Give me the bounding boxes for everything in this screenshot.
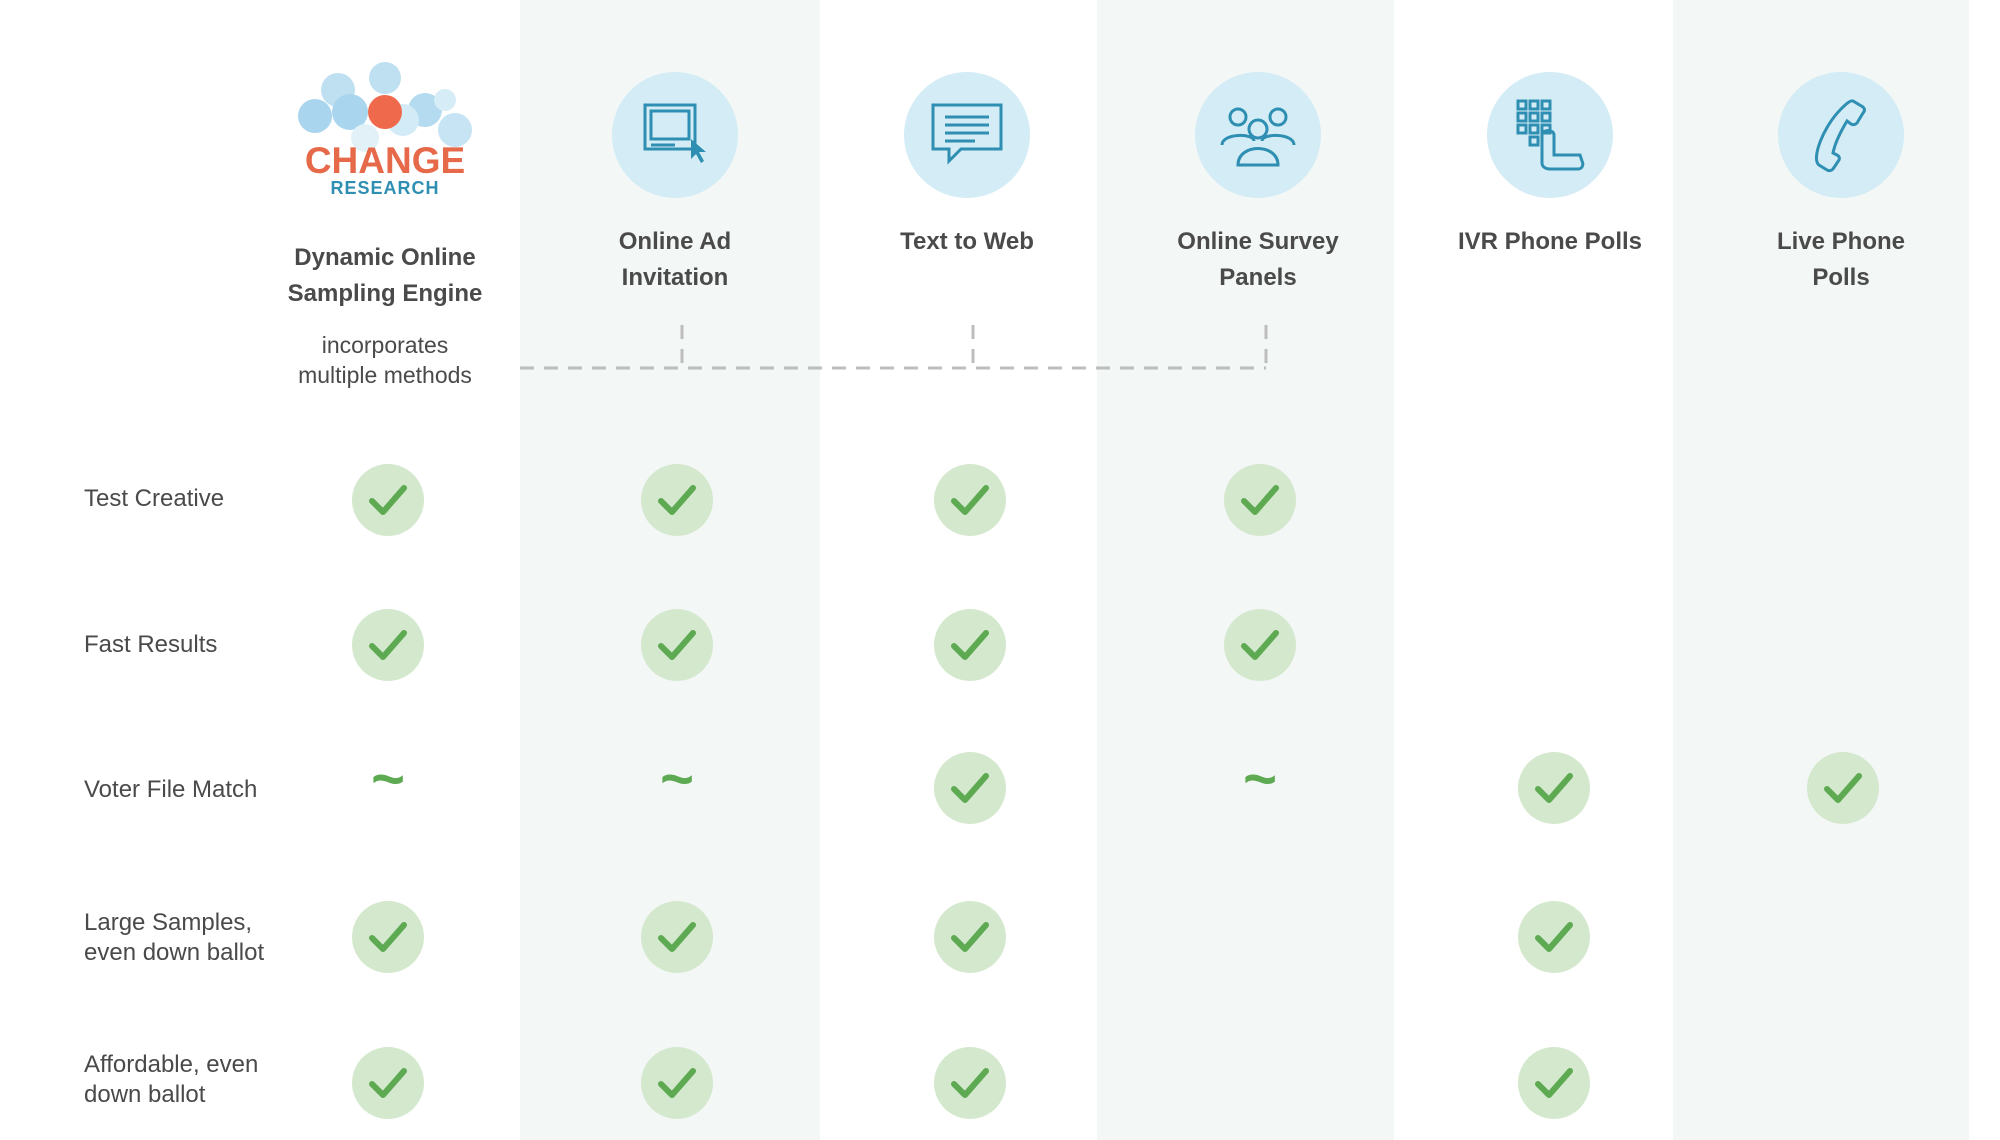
check-icon <box>352 901 424 973</box>
check-icon <box>641 464 713 536</box>
check-icon <box>934 464 1006 536</box>
check-icon <box>1807 752 1879 824</box>
check-icon <box>1224 609 1296 681</box>
check-icon <box>1518 752 1590 824</box>
row-label-test-creative: Test Creative <box>84 485 225 512</box>
logo-wordmark-change: CHANGE <box>304 140 466 181</box>
partial-tilde-icon: ~ <box>1243 747 1277 812</box>
row-label-affordable: Affordable, even down ballot <box>84 1051 259 1108</box>
check-icon <box>352 464 424 536</box>
computer-cursor-icon <box>612 72 738 198</box>
message-bubble-icon <box>904 72 1030 198</box>
check-icon <box>934 1047 1006 1119</box>
row-label-voter-file-match: Voter File Match <box>84 776 258 803</box>
partial-tilde-icon: ~ <box>660 747 694 812</box>
check-icon <box>641 609 713 681</box>
keypad-hand-icon <box>1487 72 1613 198</box>
column-title: Dynamic Online Sampling Engine <box>287 244 483 307</box>
change-research-logo: CHANGE RESEARCH <box>285 60 485 210</box>
row-label-fast-results: Fast Results <box>84 631 218 658</box>
check-icon <box>934 752 1006 824</box>
check-icon <box>934 609 1006 681</box>
column-header-ivr-phone: IVR Phone Polls <box>1420 60 1680 260</box>
check-icon <box>641 901 713 973</box>
column-title: Online Survey Panels <box>1177 228 1339 291</box>
logo-wordmark-research: RESEARCH <box>330 178 440 198</box>
partial-tilde-icon: ~ <box>371 747 405 812</box>
column-header-dynamic-online: CHANGE RESEARCH Dynamic Online Sampling … <box>255 60 515 312</box>
check-icon <box>352 609 424 681</box>
check-icon <box>641 1047 713 1119</box>
column-title: IVR Phone Polls <box>1457 228 1643 255</box>
row-label-large-samples: Large Samples, even down ballot <box>84 909 265 966</box>
column-title: Text to Web <box>900 228 1034 255</box>
check-icon <box>352 1047 424 1119</box>
people-group-icon <box>1195 72 1321 198</box>
check-icon <box>934 901 1006 973</box>
check-icon <box>1518 901 1590 973</box>
check-icon <box>1518 1047 1590 1119</box>
column-header-online-survey: Online Survey Panels <box>1128 60 1388 296</box>
phone-handset-icon <box>1778 72 1904 198</box>
check-icon <box>1224 464 1296 536</box>
column-header-online-ad: Online Ad Invitation <box>545 60 805 296</box>
column-title: Online Ad Invitation <box>618 228 732 291</box>
column-header-live-phone: Live Phone Polls <box>1711 60 1971 296</box>
column-title: Live Phone Polls <box>1776 228 1906 291</box>
incorporates-note: incorporates multiple methods <box>298 332 472 388</box>
column-header-text-to-web: Text to Web <box>837 60 1097 260</box>
